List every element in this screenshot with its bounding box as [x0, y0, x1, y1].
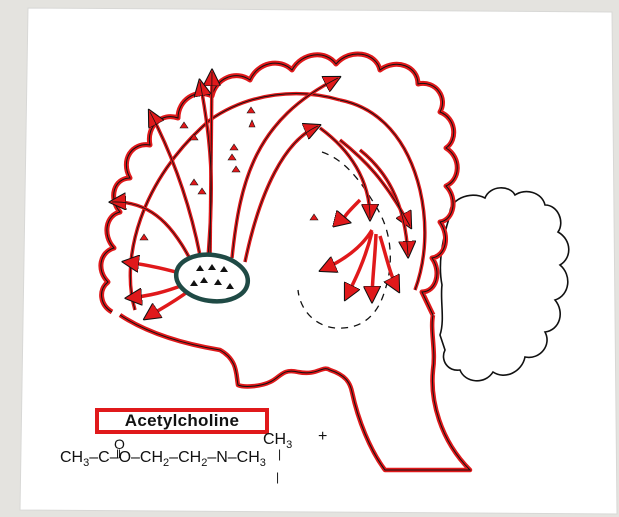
cerebellum-outline: [440, 188, 569, 381]
basal-nucleus: [173, 250, 251, 306]
acetylcholine-title-box: Acetylcholine: [95, 408, 269, 434]
positive-charge: +: [318, 428, 327, 446]
brainstem-outline-red: [120, 315, 470, 470]
acetylcholine-title: Acetylcholine: [125, 411, 239, 431]
inner-arc-right: [340, 100, 425, 290]
lower-bond-mark: |: [276, 470, 279, 484]
acetylcholine-formula: CH3–C–O–CH2–CH2–N–CH3: [60, 449, 266, 469]
upper-bond-mark: |: [278, 447, 281, 461]
transmitter-marks: [140, 107, 318, 240]
